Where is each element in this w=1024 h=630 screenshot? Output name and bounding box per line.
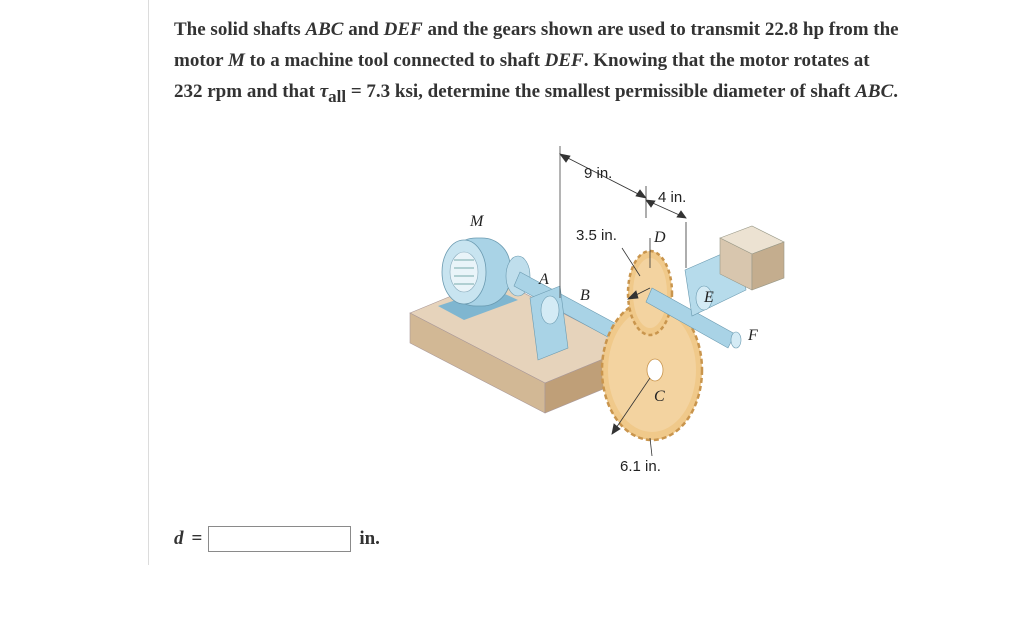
machine-tool-box bbox=[719, 225, 785, 291]
dim-4in: 4 in. bbox=[658, 189, 686, 206]
answer-unit: in. bbox=[359, 528, 380, 549]
answer-variable: d bbox=[174, 528, 184, 549]
gear-c bbox=[600, 298, 704, 442]
gear-shaft-diagram: M A B C D E F 9 in. 4 in. 3.5 in. 6.1 in… bbox=[409, 146, 785, 475]
tau-symbol: τ bbox=[319, 81, 329, 102]
label-d: D bbox=[653, 229, 666, 246]
problem-line-3: 232 rpm and that τall = 7.3 ksi, determi… bbox=[174, 81, 899, 106]
gear-shaft-figure: M A B C D E F 9 in. 4 in. 3.5 in. 6.1 in… bbox=[400, 138, 800, 483]
dim-3-5in: 3.5 in. bbox=[576, 227, 617, 244]
dim-6-1in: 6.1 in. bbox=[620, 458, 661, 475]
answer-row: d = in. bbox=[174, 523, 380, 555]
problem-statement: The solid shafts ABC and DEF and the gea… bbox=[174, 14, 1014, 107]
base-block bbox=[409, 277, 631, 414]
label-a: A bbox=[538, 271, 549, 288]
label-f: F bbox=[747, 327, 758, 344]
label-m: M bbox=[469, 213, 485, 230]
problem-line-2: motor M to a machine tool connected to s… bbox=[174, 50, 870, 71]
dim-9in: 9 in. bbox=[584, 165, 612, 182]
label-c: C bbox=[654, 388, 665, 405]
diameter-answer-input[interactable] bbox=[208, 526, 352, 552]
label-b: B bbox=[580, 287, 590, 304]
left-divider bbox=[148, 0, 149, 565]
tau-subscript: all bbox=[328, 87, 347, 106]
dimension-lines bbox=[559, 153, 687, 457]
answer-equals: = bbox=[191, 528, 203, 549]
problem-line-1: The solid shafts ABC and DEF and the gea… bbox=[174, 19, 899, 40]
label-e: E bbox=[703, 289, 714, 306]
